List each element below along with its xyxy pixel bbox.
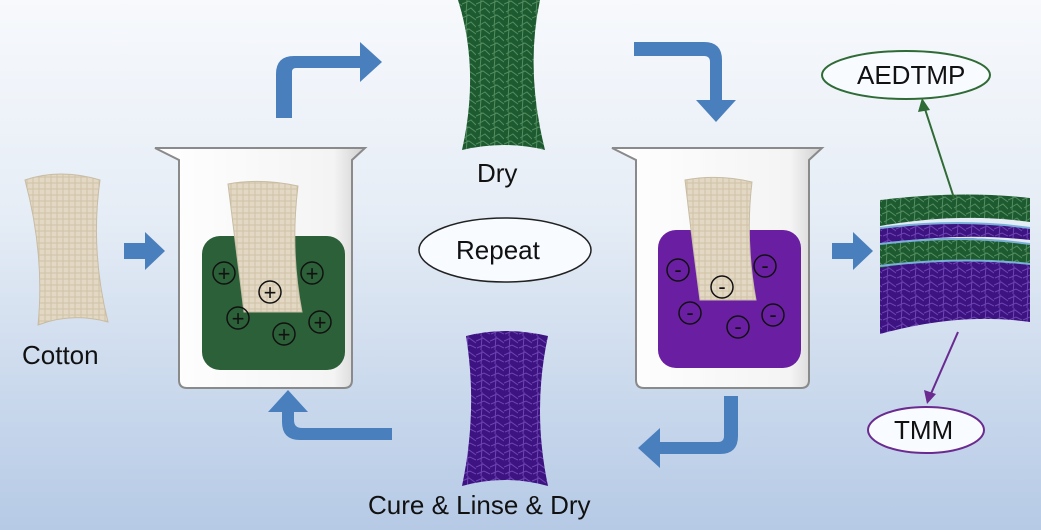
cotton-strip-beaker1: [227, 180, 303, 313]
negative-charge: -: [769, 302, 776, 327]
positive-charge: +: [264, 280, 277, 305]
arrow-cotton-to-beaker: [124, 232, 165, 270]
green-fabric-dry: [458, 0, 545, 150]
cotton-strip-beaker2: [684, 176, 757, 301]
tmm-ellipse: [867, 406, 985, 454]
tmm-label: TMM: [894, 415, 954, 445]
negative-charge: -: [718, 274, 725, 299]
arrow-cure-to-beaker1: [268, 390, 392, 440]
arrow-beaker2-to-layers: [832, 232, 873, 270]
purple-fabric-cured: [462, 331, 548, 486]
arrow-beaker2-to-cure: [638, 396, 738, 468]
arrow-to-dry: [276, 42, 382, 118]
positive-charge: +: [218, 261, 231, 286]
connector-aedtmp: [918, 98, 955, 199]
beaker-positive: [154, 147, 368, 389]
repeat-ellipse: [418, 217, 592, 283]
negative-charge: -: [674, 257, 681, 282]
cure-label: Cure & Linse & Dry: [368, 490, 591, 520]
aedtmp-label: AEDTMP: [857, 60, 966, 90]
beaker-negative: [611, 147, 825, 389]
positive-charges: + + + + + +: [212, 261, 332, 347]
positive-charge: +: [232, 306, 245, 331]
dry-label: Dry: [477, 158, 518, 188]
cotton-fabric: [24, 173, 109, 326]
positive-charge: +: [278, 322, 291, 347]
positive-charge: +: [306, 261, 319, 286]
negative-charges: - - - - - -: [666, 253, 785, 339]
arrow-dry-to-beaker2: [634, 42, 736, 122]
aedtmp-ellipse: [821, 50, 991, 100]
positive-charge: +: [314, 310, 327, 335]
connector-tmm: [924, 331, 959, 404]
cotton-label: Cotton: [22, 340, 99, 370]
negative-charge: -: [734, 314, 741, 339]
repeat-label: Repeat: [456, 235, 540, 265]
layered-fabric: [879, 194, 1031, 334]
negative-charge: -: [686, 300, 693, 325]
negative-charge: -: [761, 253, 768, 278]
